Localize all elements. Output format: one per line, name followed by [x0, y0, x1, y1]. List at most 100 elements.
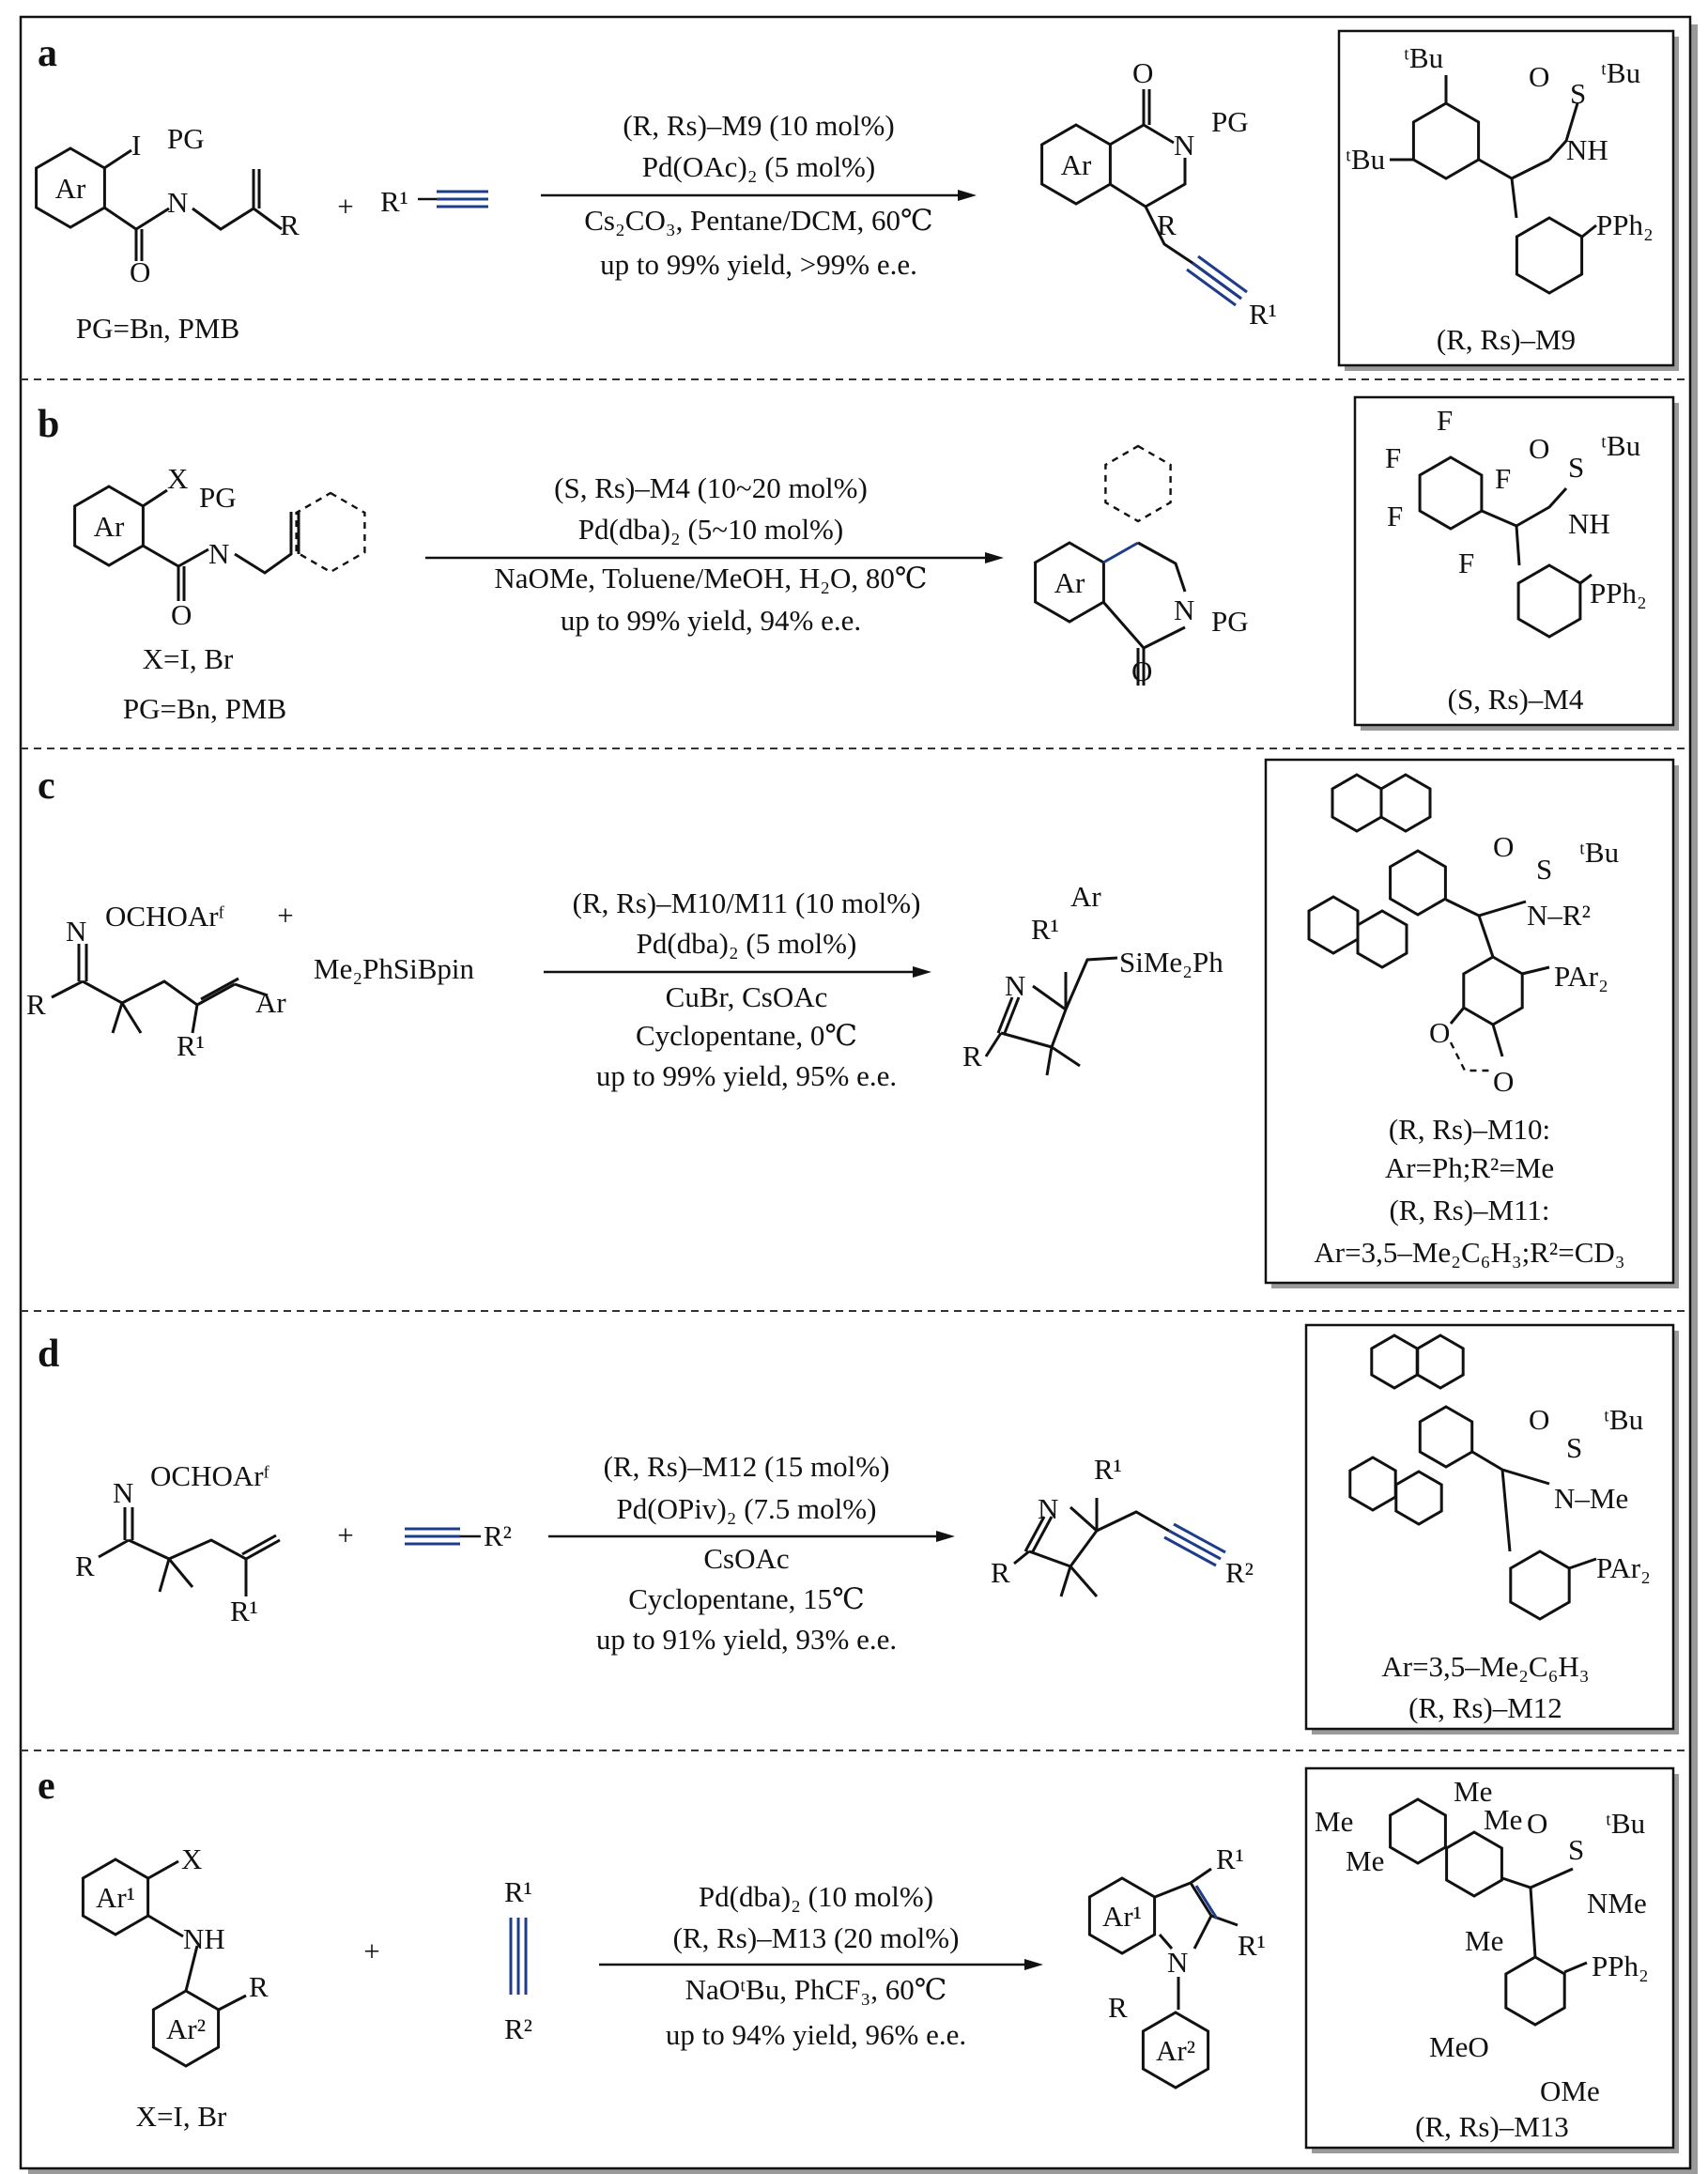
- catalyst-ligand: (R, Rs)–M12 (15 mol%): [604, 1450, 890, 1483]
- pg-label: PG: [1211, 605, 1249, 638]
- ligand-box-m13: Me Me Me Me Me O S ᵗBu NMe PPh₂ MeO OMe …: [1304, 1766, 1679, 2153]
- product-dihydroisoquinolinone: Ar O N PG R R¹: [1040, 56, 1277, 331]
- ligand-name: (R, Rs)–M11:: [1389, 1194, 1549, 1226]
- r1-label: R¹: [1249, 298, 1277, 331]
- base-solvent-temp: Cs₂CO₃, Pentane/DCM, 60℃: [584, 204, 932, 237]
- ligand-definition: Ar=3,5–Me₂C₆H₃: [1381, 1650, 1589, 1683]
- nme-label: N–Me: [1554, 1482, 1628, 1515]
- r1-label: R¹: [1094, 1453, 1122, 1486]
- o-label: O: [1429, 1016, 1450, 1049]
- nh-label: NH: [1566, 133, 1608, 166]
- n-label: N: [1167, 1946, 1188, 1979]
- ar1-label: Ar¹: [1102, 1900, 1142, 1933]
- iodo-label: I: [131, 129, 141, 162]
- catalyst-ligand: (R, Rs)–M10/M11 (10 mol%): [573, 887, 921, 919]
- arene-ring: [1141, 2011, 1210, 2089]
- me-label: Me: [1315, 1805, 1353, 1838]
- reaction-conditions: (R, Rs)–M12 (15 mol%) Pd(OPiv)₂ (7.5 mol…: [548, 1450, 955, 1656]
- panel-a: a Ar I PG N O R PG=Bn, PMB + R¹ (R, Rs)–…: [35, 29, 1679, 371]
- catalyst-metal: Pd(OPiv)₂ (7.5 mol%): [617, 1492, 877, 1525]
- s-label: S: [1566, 1431, 1582, 1464]
- meo-label: MeO: [1429, 2030, 1489, 2063]
- ligand-name: (R, Rs)–M13: [1415, 2110, 1569, 2143]
- r1-label: R¹: [1238, 1929, 1266, 1962]
- solvent-temp: Cyclopentane, 15℃: [628, 1582, 865, 1615]
- arrow-head: [936, 1531, 955, 1542]
- o-label: O: [1529, 60, 1549, 93]
- oxime-ester-label: OCHOArᶠ: [150, 1459, 270, 1492]
- arrow-head: [985, 552, 1004, 563]
- reactant-amide: Ar I PG N O R PG=Bn, PMB: [35, 122, 300, 345]
- ligand-name: (R, Rs)–M9: [1437, 323, 1576, 356]
- arene-ring: [1087, 1876, 1157, 1955]
- arene-ring: [1445, 1830, 1503, 1898]
- x-label: X: [167, 462, 188, 495]
- tbu-label: ᵗBu: [1601, 56, 1640, 89]
- tbu-label: ᵗBu: [1604, 1403, 1643, 1436]
- panel-c: c N OCHOArᶠ R R¹ Ar + Me₂PhSiBpin (R, Rs…: [26, 758, 1679, 1288]
- ar1-label: Ar¹: [96, 1881, 135, 1914]
- tbu-label: ᵗBu: [1601, 429, 1640, 462]
- ar-label: Ar: [94, 510, 125, 543]
- nh-label: NH: [1568, 507, 1610, 540]
- panel-b: b Ar X PG N O X=I, Br PG=Bn, PMB (S, Rs)…: [38, 395, 1679, 731]
- o-label: O: [1132, 56, 1153, 89]
- r-label: R: [249, 1970, 269, 2003]
- plus-sign: +: [337, 1519, 353, 1551]
- fluoroaryl-ring: [1418, 455, 1484, 531]
- ar-label: Ar: [1070, 880, 1101, 913]
- aryl-ring: [1411, 101, 1481, 180]
- oxime-ester-label: OCHOArᶠ: [105, 900, 225, 933]
- panel-label: c: [38, 764, 55, 808]
- aryl-ring: [1418, 1405, 1474, 1469]
- s-label: S: [1568, 451, 1584, 484]
- f-label: F: [1458, 547, 1474, 579]
- terminal-alkyne: R²: [405, 1519, 512, 1552]
- arrow-head: [958, 190, 977, 201]
- plus-sign: +: [277, 899, 293, 932]
- ligand-box-m4: F F F F F O S ᵗBu NH PPh₂ (S, Rs)–M4: [1353, 395, 1679, 731]
- catalyst-metal: Pd(dba)₂ (10 mol%): [699, 1880, 933, 1913]
- ligand-frame: [1304, 1766, 1675, 2150]
- o-label: O: [1527, 1807, 1547, 1840]
- yield-ee: up to 99% yield, 95% e.e.: [596, 1059, 897, 1092]
- catalyst-metal: Pd(OAc)₂ (5 mol%): [642, 150, 875, 183]
- catalyst-metal: Pd(dba)₂ (5~10 mol%): [578, 513, 843, 546]
- ar-label: Ar: [55, 172, 86, 205]
- f-label: F: [1385, 441, 1401, 474]
- ligand-definition: Ar=3,5–Me₂C₆H₃;R²=CD₃: [1314, 1236, 1624, 1269]
- plus-sign: +: [337, 190, 353, 223]
- par2-label: PAr₂: [1554, 960, 1608, 993]
- r1-label: R¹: [177, 1029, 205, 1062]
- cyclohexane-ring: [1104, 444, 1172, 523]
- yield-ee: up to 99% yield, >99% e.e.: [600, 248, 917, 281]
- x-definition: X=I, Br: [143, 642, 234, 675]
- reaction-conditions: (S, Rs)–M4 (10~20 mol%) Pd(dba)₂ (5~10 m…: [425, 471, 1004, 637]
- tbu-label: ᵗBu: [1346, 143, 1385, 176]
- pg-label: PG: [167, 122, 205, 155]
- additives: CuBr, CsOAc: [666, 980, 828, 1013]
- me-label: Me: [1484, 1803, 1522, 1836]
- r1-label: R¹: [504, 1875, 532, 1908]
- naphthyl-ring: [1379, 773, 1432, 833]
- product-pyrroline: N R R¹ Ar SiMe₂Ph: [962, 880, 1223, 1076]
- o-label: O: [1493, 830, 1514, 863]
- par2-label: PAr₂: [1596, 1551, 1651, 1584]
- r1-label: R¹: [1216, 1843, 1244, 1875]
- s-label: S: [1536, 853, 1552, 886]
- r-label: R: [1108, 1991, 1128, 2024]
- aryl-ring: [1389, 849, 1447, 917]
- x-definition: X=I, Br: [136, 2100, 227, 2133]
- yield-ee: up to 99% yield, 94% e.e.: [561, 604, 861, 637]
- naphthyl-ring: [1416, 1334, 1465, 1390]
- phenyl-ring: [1515, 216, 1584, 295]
- reaction-conditions: (R, Rs)–M9 (10 mol%) Pd(OAc)₂ (5 mol%) C…: [541, 109, 977, 281]
- n-label: N: [1174, 129, 1194, 162]
- me-label: Me: [1346, 1844, 1384, 1877]
- yield-ee: up to 94% yield, 96% e.e.: [666, 2018, 966, 2051]
- ligand-name: (S, Rs)–M4: [1448, 683, 1584, 716]
- naphthyl-ring: [1348, 1456, 1397, 1512]
- reaction-conditions: Pd(dba)₂ (10 mol%) (R, Rs)–M13 (20 mol%)…: [599, 1880, 1043, 2051]
- n-label: N: [1174, 594, 1194, 626]
- arrow-head: [913, 966, 931, 978]
